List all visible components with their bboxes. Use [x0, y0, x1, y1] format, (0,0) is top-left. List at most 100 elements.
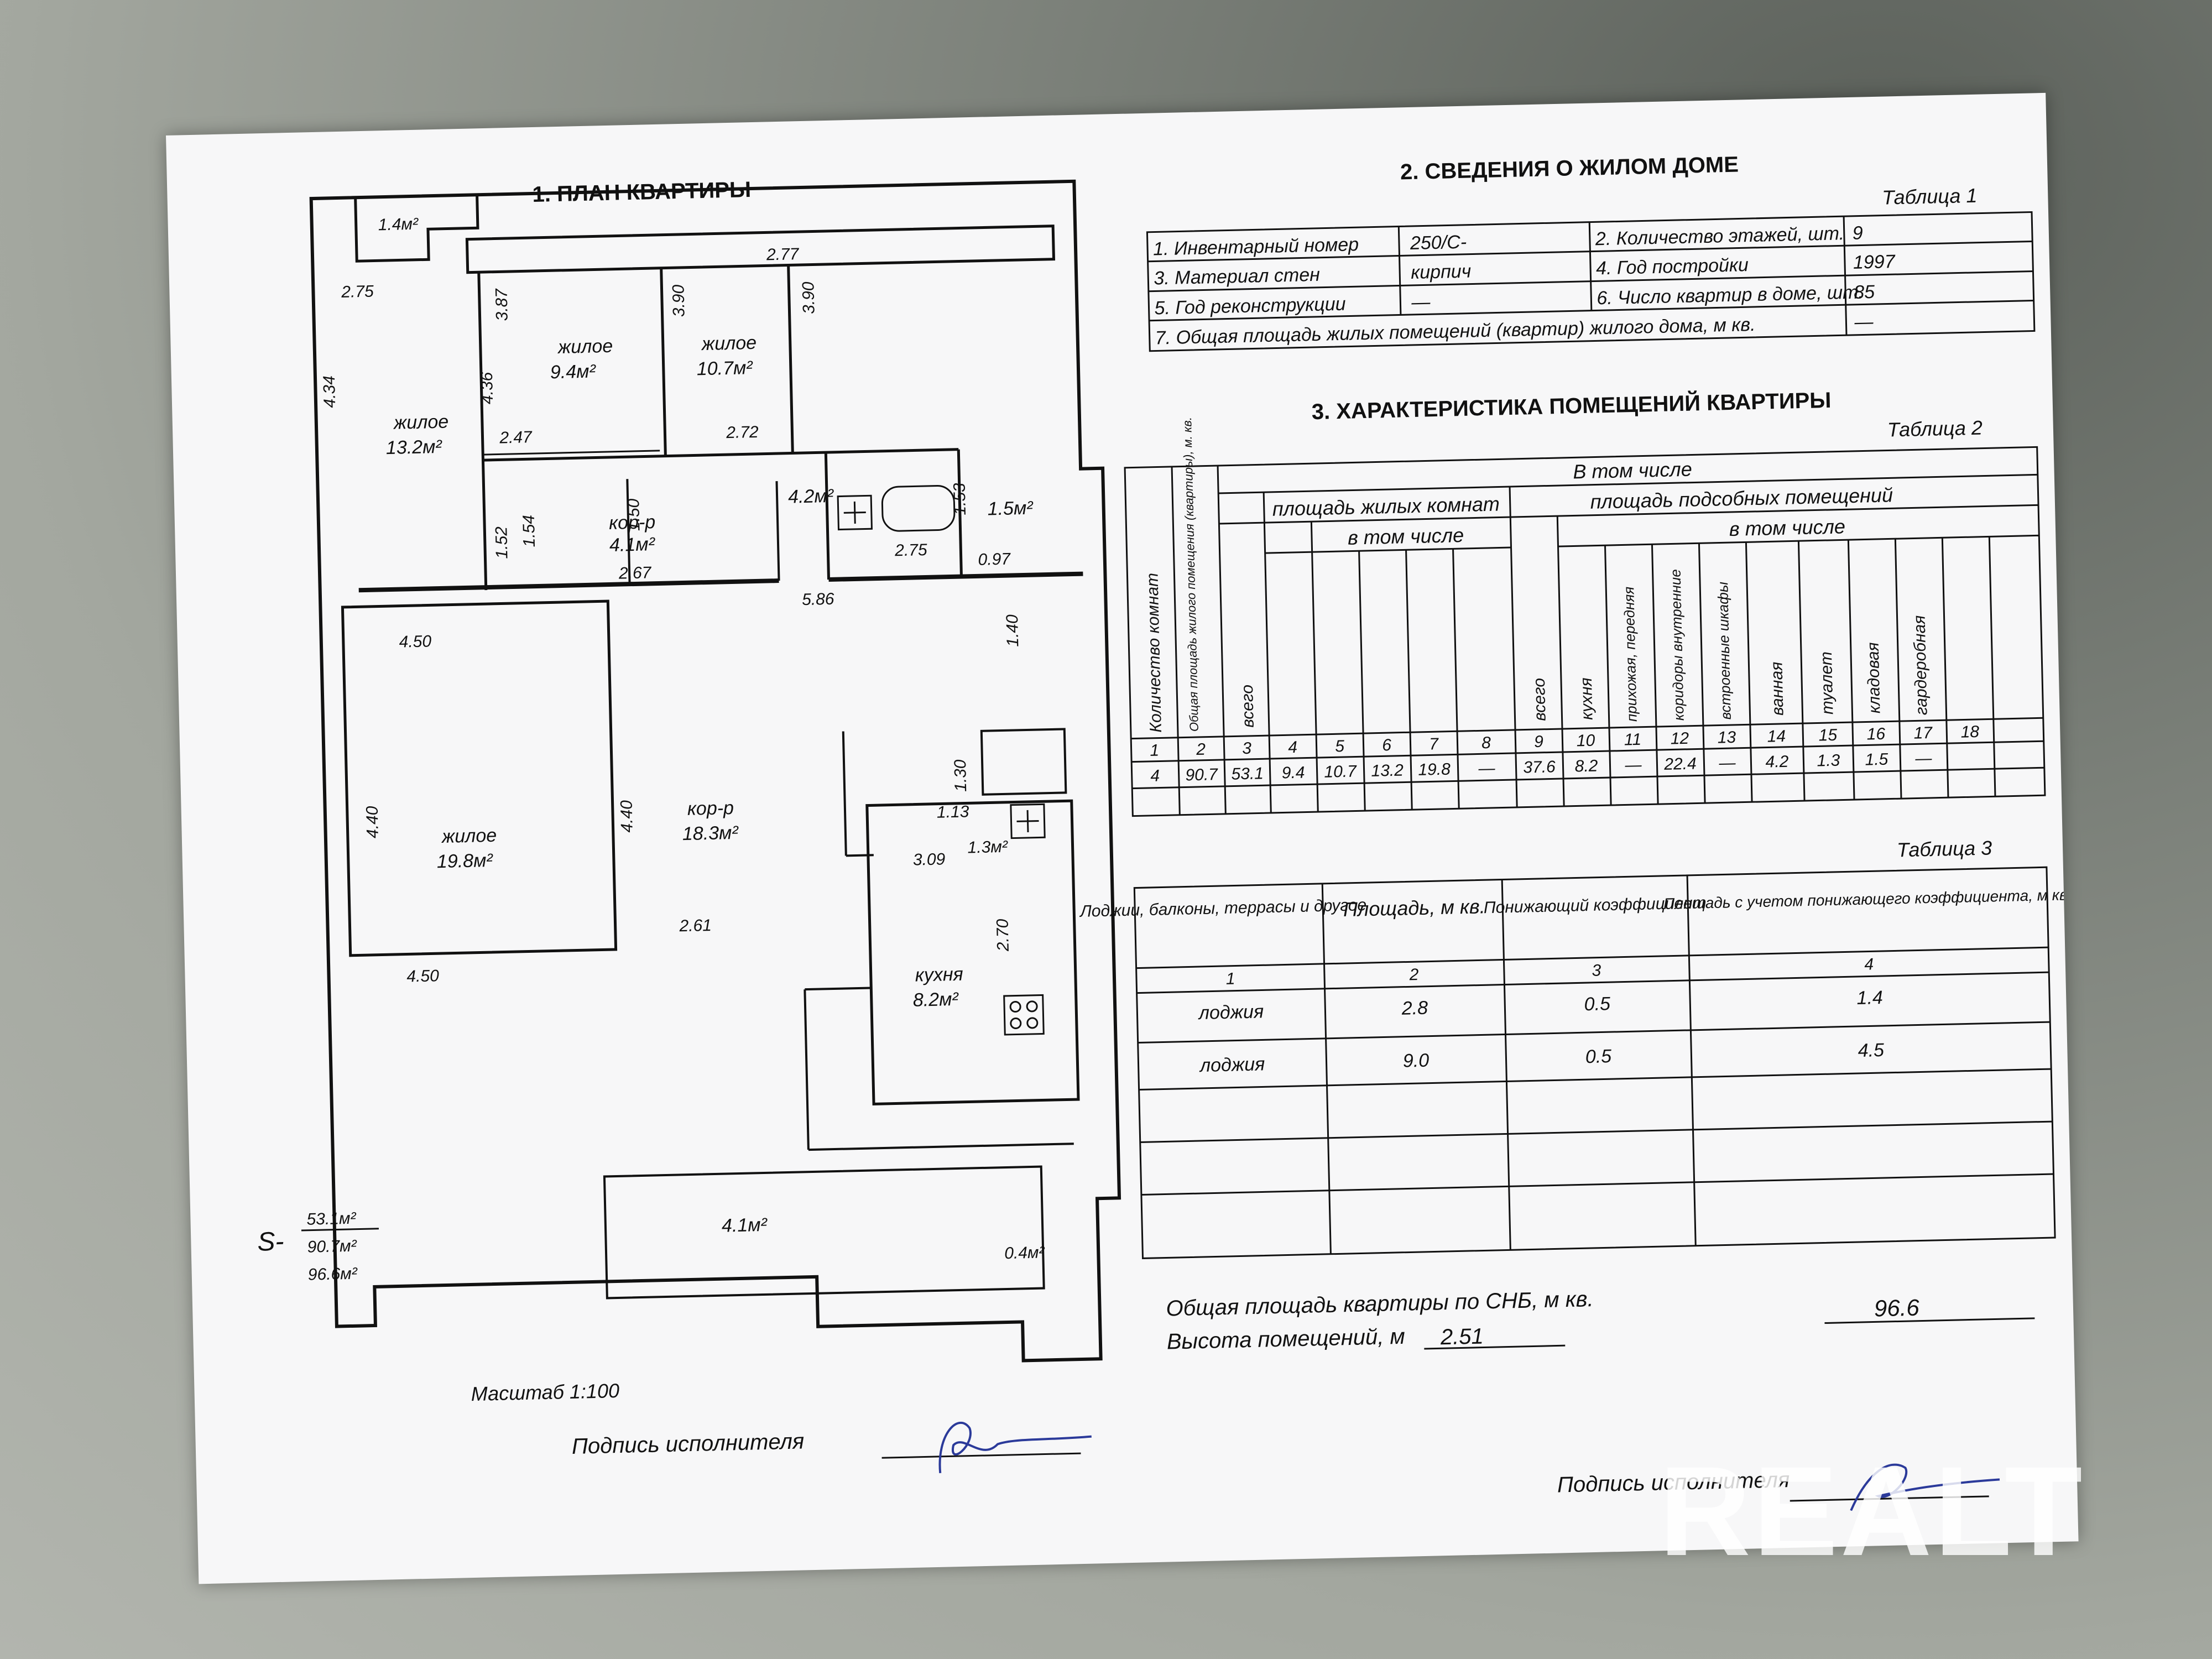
t2-col-number: 10 — [1576, 732, 1595, 750]
plan-dimension: 1.40 — [1003, 614, 1022, 647]
plan-dimension: 4.40 — [363, 806, 382, 838]
t1-value-reconstruction: — — [1411, 291, 1431, 313]
t2-cell: 4 — [1150, 767, 1160, 785]
t2-cell: 22.4 — [1663, 755, 1697, 774]
plan-dimension: 1.13 — [937, 802, 969, 821]
t1-value-built: 1997 — [1853, 251, 1896, 273]
ceiling-height-value: 2.51 — [1439, 1324, 1484, 1350]
plan-dimension: 2.70 — [994, 919, 1013, 952]
plan-dimension: 1.50 — [624, 498, 643, 531]
t2-header-hall: прихожая, передняя — [1620, 586, 1640, 722]
t2-col-number: 16 — [1866, 725, 1885, 744]
room-corridor-2-name: кор-р — [687, 797, 734, 820]
area-bathroom: 4.2м² — [788, 486, 834, 508]
t3-cell: 4.5 — [1858, 1040, 1884, 1061]
t2-col-number: 1 — [1150, 742, 1159, 760]
area-storage: 1.3м² — [967, 838, 1008, 857]
plan-dimension: 5.86 — [802, 590, 834, 609]
plan-area-snb: 96.6м² — [307, 1265, 358, 1284]
t2-col-number: 17 — [1913, 724, 1933, 743]
t3-cell: лоджия — [1197, 1001, 1264, 1024]
room-living-4-area: 19.8м² — [436, 850, 493, 872]
t2-col-number: 9 — [1534, 733, 1544, 751]
plan-dimension: 2.75 — [894, 541, 927, 560]
t1-value-walls: кирпич — [1411, 261, 1472, 283]
ceiling-height-underline — [1424, 1344, 1566, 1350]
plan-dimension: 1.30 — [951, 759, 970, 792]
t2-col-number: 7 — [1429, 735, 1439, 753]
plan-dimension: 2.67 — [618, 564, 652, 582]
plan-dimension: 1.52 — [492, 526, 511, 559]
plan-dimension: 1.53 — [951, 483, 969, 515]
room-living-1-name: жилое — [556, 336, 613, 358]
t2-col-number: 15 — [1818, 726, 1837, 745]
t2-header-incl: В том числе — [1573, 458, 1692, 483]
signature-right — [1850, 1463, 2000, 1511]
t3-header-reduced: Площадь с учетом понижающего коэффициент… — [1663, 886, 2072, 912]
t2-col-number: 13 — [1717, 728, 1736, 747]
signature-line-right — [1790, 1495, 1989, 1502]
table1-caption: Таблица 1 — [1882, 184, 1978, 209]
plan-dimension: 2.47 — [499, 428, 533, 447]
total-area-label: Общая площадь квартиры по СНБ, м кв. — [1166, 1287, 1594, 1321]
t1-label-walls: 3. Материал стен — [1154, 264, 1321, 289]
document-sheet: 1. ПЛАН КВАРТИРЫ 2. СВЕДЕНИЯ О ЖИЛОМ ДОМ… — [166, 92, 2079, 1584]
realt-watermark: REALT — [1659, 1440, 2085, 1582]
t2-cell: — — [1478, 759, 1496, 778]
t2-col-number: 14 — [1767, 727, 1786, 746]
area-loggia-bottom: 4.1м² — [722, 1214, 768, 1237]
t2-header-built-in: встроенные шкафы — [1714, 582, 1734, 720]
t2-cell: 8.2 — [1574, 757, 1598, 776]
t2-header-incl-living: в том числе — [1348, 524, 1464, 549]
t2-col-number: 4 — [1288, 738, 1297, 757]
t2-header-living: площадь жилых комнат — [1272, 492, 1500, 520]
t2-header-wc: туалет — [1817, 651, 1837, 715]
t3-cell: лоджия — [1199, 1053, 1265, 1076]
t2-cell: — — [1624, 756, 1642, 775]
t2-cell: 53.1 — [1231, 764, 1264, 783]
t2-cell: — — [1914, 749, 1933, 768]
table2 — [1124, 446, 2046, 817]
t2-col-number: 6 — [1382, 736, 1392, 754]
plan-dimension: 3.90 — [799, 281, 818, 314]
t2-header-bath: ванная — [1767, 661, 1787, 716]
floor-plan — [309, 179, 1121, 1363]
t2-col-number: 8 — [1481, 734, 1491, 752]
t1-label-inventory: 1. Инвентарный номер — [1153, 234, 1359, 259]
plan-dimension: 2.75 — [341, 283, 374, 301]
room-living-3-area: 13.2м² — [385, 436, 442, 458]
room-living-4-name: жилое — [440, 825, 497, 847]
t2-col-number: 2 — [1196, 740, 1206, 759]
area-loggia-top: 1.4м² — [378, 215, 419, 234]
table2-caption: Таблица 2 — [1887, 416, 1983, 441]
room-corridor-2-area: 18.3м² — [682, 822, 739, 844]
plan-dimension: 4.40 — [617, 800, 636, 833]
table3-caption: Таблица 3 — [1897, 836, 1992, 861]
t2-cell: — — [1718, 754, 1736, 773]
t2-header-living-all: всего — [1238, 685, 1258, 728]
table1 — [1146, 211, 2036, 352]
t2-header-storage: кладовая — [1864, 642, 1884, 713]
room-living-1-area: 9.4м² — [550, 361, 596, 383]
plan-dimension: 4.50 — [399, 632, 431, 651]
t2-cell: 37.6 — [1523, 758, 1556, 776]
t1-label-floors: 2. Количество этажей, шт. — [1594, 223, 1844, 249]
t2-header-incl-aux: в том числе — [1729, 515, 1845, 540]
t2-col-number: 11 — [1624, 731, 1642, 749]
room-corridor-1-name: кор-р — [609, 512, 656, 534]
t2-col-number: 12 — [1670, 729, 1689, 748]
plan-area-prefix: S- — [257, 1227, 284, 1257]
ceiling-height-label: Высота помещений, м — [1166, 1324, 1405, 1354]
plan-dimension: 4.34 — [320, 375, 339, 408]
plan-dimension: 2.61 — [679, 916, 712, 935]
scale-label: Масштаб 1:100 — [471, 1379, 619, 1405]
t3-header-area: Площадь, м кв. — [1343, 895, 1485, 921]
t1-value-flats: 85 — [1854, 281, 1875, 303]
t3-cell: 0.5 — [1585, 1046, 1611, 1067]
plan-dimension: 0.97 — [978, 550, 1011, 569]
sheet-drawing: 1. ПЛАН КВАРТИРЫ 2. СВЕДЕНИЯ О ЖИЛОМ ДОМ… — [257, 152, 2072, 1511]
room-living-2-area: 10.7м² — [696, 357, 753, 379]
t2-header-corridors: коридоры внутренние — [1667, 569, 1687, 721]
t1-label-reconstruction: 5. Год реконструкции — [1154, 294, 1346, 319]
